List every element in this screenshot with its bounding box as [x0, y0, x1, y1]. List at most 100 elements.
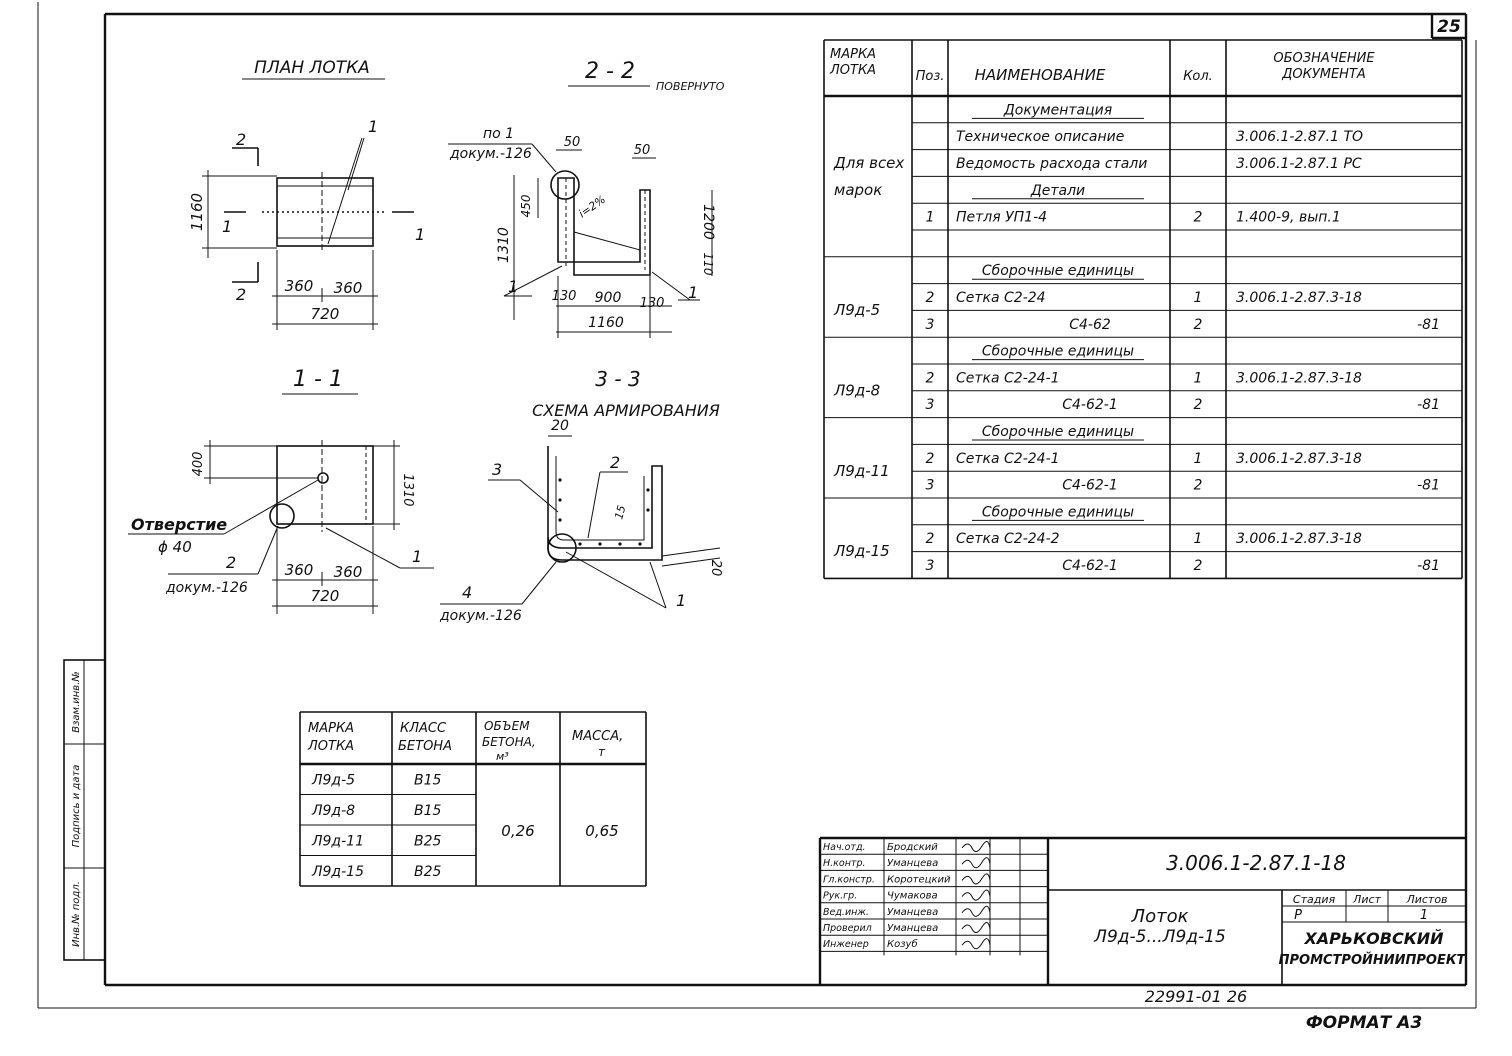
section22-dim-50b: 50: [634, 143, 651, 158]
side-stamp-col1: Инв.№ подл.: [71, 881, 82, 947]
section22-ref-line1: по 1: [483, 126, 514, 142]
section11-dim-total: 720: [311, 587, 340, 605]
title-stage: Р: [1294, 908, 1302, 923]
spec-cell-pos: 1: [926, 210, 935, 226]
title-stage-header: Стадия: [1293, 893, 1336, 906]
concrete-header-volume: ОБЪЕМ: [484, 719, 530, 733]
concrete-header-mark: ЛОТКА: [307, 739, 354, 754]
spec-cell-doc: 3.006.1-2.87.3-18: [1236, 531, 1362, 547]
spec-cell-name: Сборочные единицы: [982, 424, 1134, 440]
spec-cell-mark: марок: [834, 181, 882, 199]
section-3-3: 3 - 3 СХЕМА АРМИРОВАНИЯ 20 20 15 3 2 1 4: [439, 367, 723, 624]
concrete-cell-class: В15: [414, 803, 442, 819]
signature-row: Проверил Уманцева: [823, 922, 991, 934]
spec-cell-doc: -81: [1417, 558, 1440, 574]
spec-cell-qty: 1: [1194, 290, 1203, 306]
spec-cell-pos: 3: [926, 478, 935, 494]
spec-cell-name: Сетка С2-24-1: [956, 370, 1060, 386]
title-block: 3.006.1-2.87.1-18 Лоток Л9д-5...Л9д-15 С…: [818, 836, 1467, 985]
plan-section-right: 1: [415, 225, 425, 244]
title-org-line1: ХАРЬКОВСКИЙ: [1303, 929, 1444, 948]
section33-dim-20b: 20: [708, 560, 723, 577]
spec-cell-qty: 1: [1194, 370, 1203, 386]
table-row: марок Детали: [834, 181, 1144, 200]
signer-role: Инженер: [823, 939, 869, 950]
side-stamp-col3: Взам.инв.№: [71, 671, 82, 733]
section11-dim-left: 360: [285, 561, 314, 579]
signer-role: Вед.инж.: [823, 907, 869, 918]
concrete-header-mark: МАРКА: [308, 721, 354, 736]
plan-title: ПЛАН ЛОТКА: [254, 58, 370, 78]
plan-view: ПЛАН ЛОТКА 1 2 2 1 1 1160 360 360: [188, 58, 425, 330]
section22-dim-130a: 130: [552, 289, 577, 304]
section22-label-left: 1: [508, 277, 518, 296]
spec-cell-mark: Л9д-15: [833, 542, 890, 560]
spec-cell-qty: 2: [1194, 478, 1203, 494]
table-row: Сборочные единицы: [972, 263, 1144, 280]
section22-subtitle: ПОВЕРНУТО: [656, 80, 725, 93]
spec-cell-qty: 1: [1194, 531, 1203, 547]
signer-name: Уманцева: [887, 923, 938, 934]
plan-leader-label: 1: [368, 117, 378, 136]
concrete-table: МАРКАЛОТКАКЛАССБЕТОНАОБЪЕМБЕТОНА,м³МАССА…: [299, 711, 647, 887]
section11-dim-1310: 1310: [400, 473, 415, 506]
spec-cell-name: Петля УП1-4: [956, 210, 1047, 226]
signer-name: Коротецкий: [887, 874, 951, 885]
spec-header-doc: ДОКУМЕНТА: [1281, 67, 1366, 82]
spec-cell-doc: 3.006.1-2.87.3-18: [1236, 451, 1362, 467]
signer-name: Уманцева: [887, 907, 938, 918]
section33-dim-15: 15: [612, 504, 628, 521]
section22-slope: i=2%: [576, 193, 608, 221]
spec-cell-qty: 2: [1194, 558, 1203, 574]
spec-cell-doc: -81: [1417, 317, 1440, 333]
spec-cell-qty: 2: [1194, 317, 1203, 333]
signer-role: Проверил: [823, 923, 872, 934]
signature-row: Нач.отд.Бродский: [823, 841, 991, 853]
spec-cell-name: Детали: [1030, 183, 1085, 199]
section11-title: 1 - 1: [293, 367, 343, 392]
signer-role: Рук.гр.: [823, 891, 857, 902]
signature-scribble: [961, 841, 991, 852]
plan-section-mark-bottom: 2: [236, 285, 246, 304]
spec-cell-name: С4-62: [1069, 317, 1111, 333]
title-sheet-header: Лист: [1352, 893, 1381, 906]
concrete-header-volume: БЕТОНА,: [482, 735, 536, 749]
table-row: Документация: [972, 102, 1144, 119]
concrete-cell-mark: Л9д-11: [311, 833, 364, 849]
title-org-line2: ПРОМСТРОЙНИИПРОЕКТ: [1279, 952, 1467, 968]
section33-subtitle: СХЕМА АРМИРОВАНИЯ: [532, 401, 720, 420]
concrete-header-volume: м³: [496, 750, 509, 763]
section22-dim-1310: 1310: [496, 227, 512, 263]
spec-cell-doc: -81: [1417, 397, 1440, 413]
table-row: Сборочные единицы: [972, 504, 1144, 521]
spec-cell-doc: -81: [1417, 478, 1440, 494]
spec-cell-name: Ведомость расхода стали: [956, 156, 1147, 172]
section33-label-2: 2: [610, 453, 620, 472]
plan-section-mark-top: 2: [236, 130, 246, 149]
signature-scribble: [961, 873, 991, 885]
title-sheets: 1: [1420, 908, 1428, 923]
section22-dim-1200: 1200: [700, 204, 716, 240]
concrete-header-class: БЕТОНА: [398, 739, 452, 754]
section33-ref-doc: докум.-126: [439, 608, 522, 624]
plan-dim-right: 360: [334, 279, 363, 297]
section22-title: 2 - 2: [585, 59, 635, 84]
spec-cell-pos: 2: [926, 290, 935, 306]
section22-dim-50a: 50: [564, 135, 581, 150]
plan-section-left: 1: [222, 217, 232, 236]
spec-cell-name: Сборочные единицы: [982, 263, 1134, 279]
signature-row: Рук.гр.Чумакова: [823, 889, 991, 902]
section22-dim-450: 450: [519, 194, 533, 217]
section11-label-right: 1: [412, 547, 422, 566]
section11-hole-dia: ϕ 40: [158, 538, 192, 556]
spec-header-doc: ОБОЗНАЧЕНИЕ: [1273, 51, 1375, 66]
